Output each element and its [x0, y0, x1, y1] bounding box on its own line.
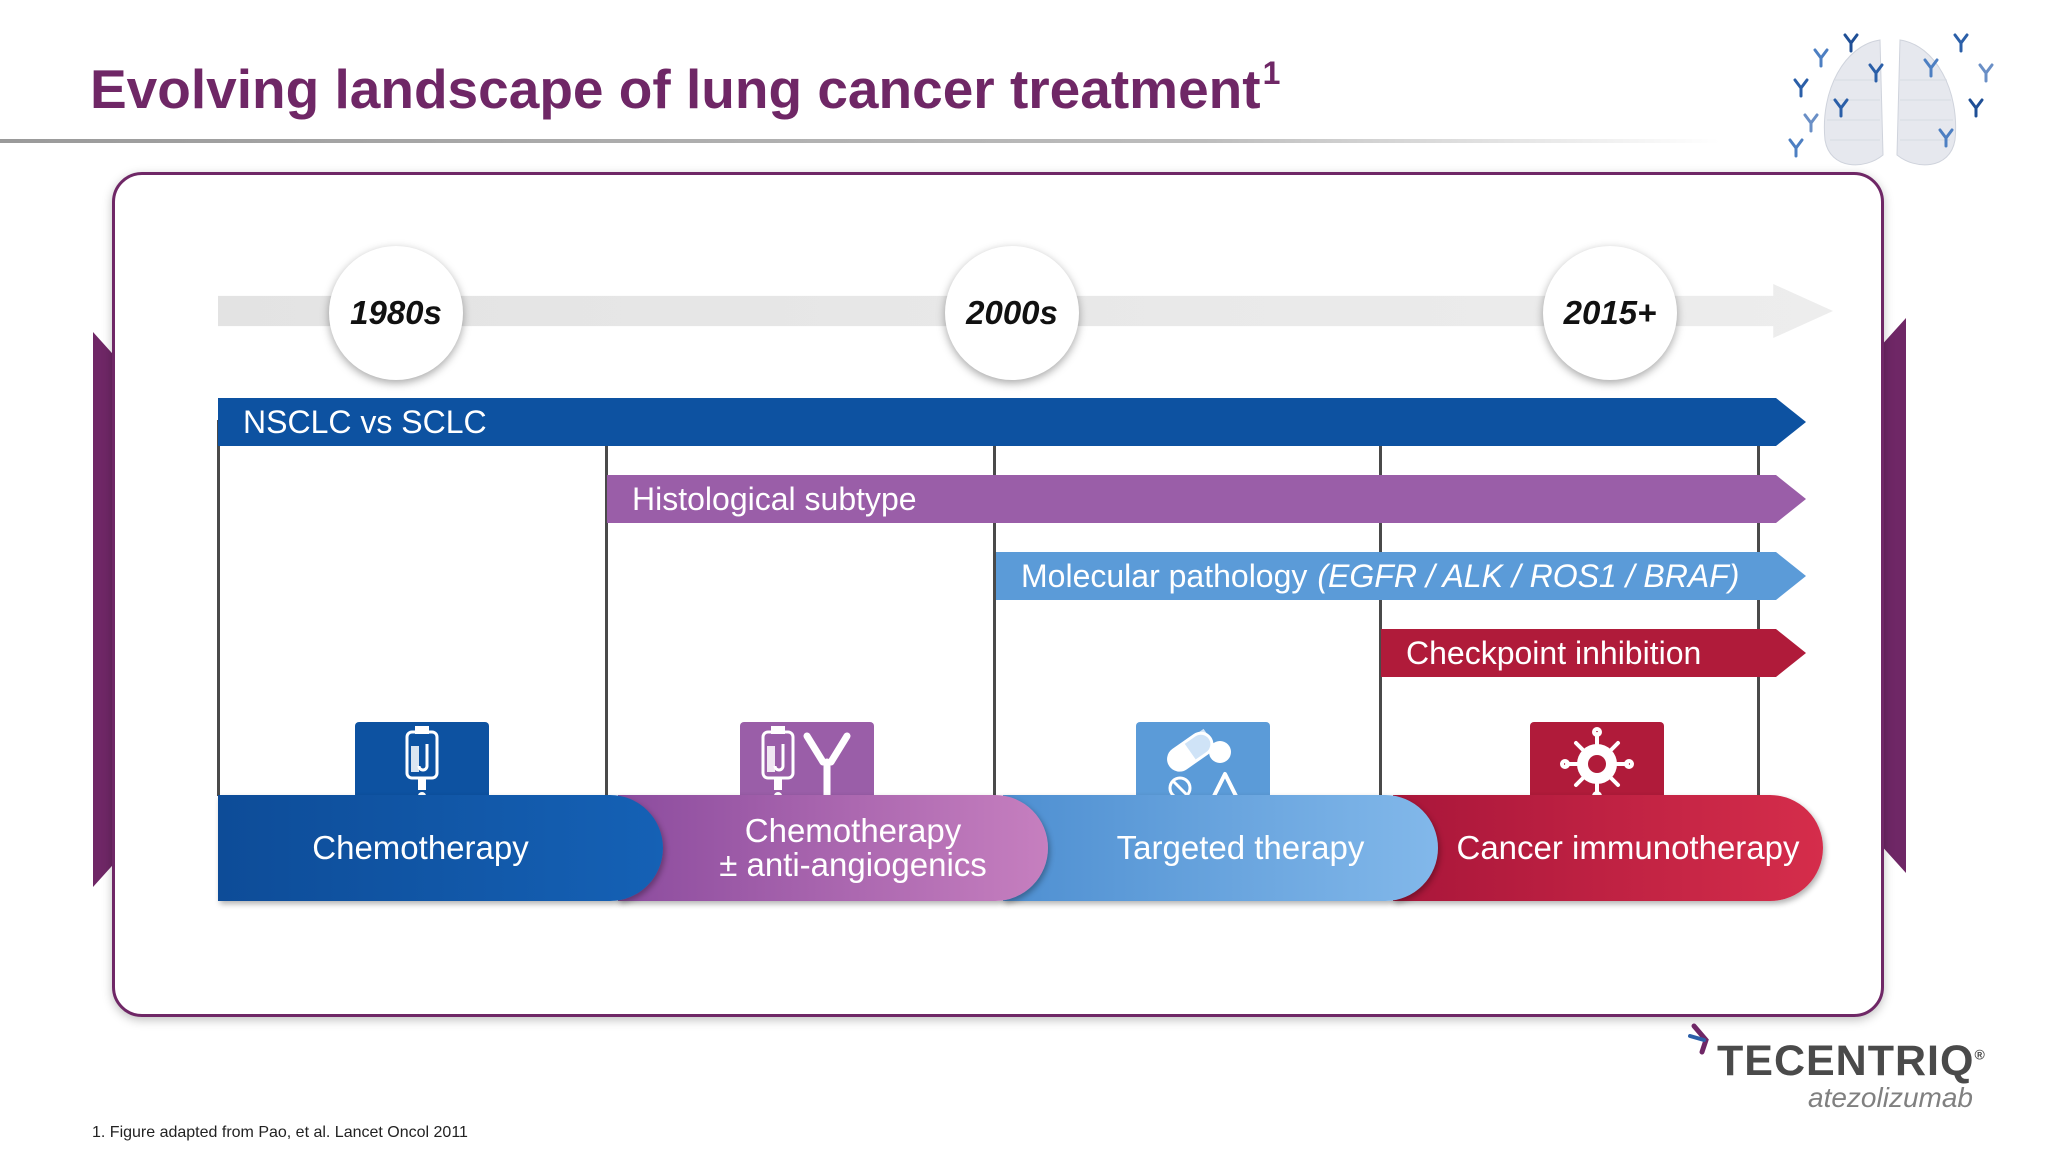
iv-bag-antibody-icon: [761, 726, 851, 802]
band-checkpoint-inhibition: Checkpoint inhibition: [1381, 629, 1806, 677]
brand-generic-name: atezolizumab: [1808, 1082, 1973, 1113]
chemotherapy-icon-box: [355, 722, 489, 806]
era-2000s: 2000s: [945, 246, 1079, 380]
chemo-antiangiogenic-icon-box: [740, 722, 874, 806]
treatment-label-line2: ± anti-angiogenics: [719, 846, 987, 883]
band-label: Checkpoint inhibition: [1406, 634, 1702, 671]
pills-icon: [1167, 728, 1239, 800]
band-label: Histological subtype: [632, 480, 917, 517]
treatment-cancer-immunotherapy: Cancer immunotherapy: [1393, 795, 1823, 901]
page-title: Evolving landscape of lung cancer treatm…: [90, 55, 1280, 121]
divider-line: [217, 420, 220, 796]
title-rule: [0, 139, 1720, 143]
era-2015-plus: 2015+: [1543, 246, 1677, 380]
treatment-label: Chemotherapy: [312, 829, 529, 866]
title-footnote-marker: 1: [1262, 55, 1281, 91]
band-biomarkers: (EGFR / ALK / ROS1 / BRAF): [1317, 557, 1740, 594]
brand-name: TECENTRIQ®: [1717, 1037, 1986, 1085]
treatment-label-line1: Chemotherapy: [744, 812, 962, 849]
treatment-label: Targeted therapy: [1116, 829, 1365, 866]
treatment-targeted-therapy: Targeted therapy: [1003, 795, 1438, 901]
band-nsclc-vs-sclc: NSCLC vs SCLC: [218, 398, 1806, 446]
immunotherapy-icon-box: [1530, 722, 1664, 806]
targeted-therapy-icon-box: [1136, 722, 1270, 806]
band-histological-subtype: Histological subtype: [607, 475, 1806, 523]
treatment-label: Cancer immunotherapy: [1456, 829, 1800, 866]
immune-cell-icon: [1560, 727, 1634, 801]
treatment-chemo-antiangiogenics: Chemotherapy± anti-angiogenics: [618, 795, 1048, 901]
era-1980s: 1980s: [329, 246, 463, 380]
treatment-chemotherapy: Chemotherapy: [218, 795, 663, 901]
divider-line: [993, 446, 996, 796]
iv-bag-icon: [405, 726, 439, 800]
footnote: 1. Figure adapted from Pao, et al. Lance…: [92, 1124, 468, 1141]
lung-antibody-graphic: [1788, 33, 1994, 166]
brand-registered-mark: ®: [1974, 1046, 1986, 1063]
tecentriq-logo-mark: [1688, 1023, 1709, 1055]
divider-line: [1757, 446, 1760, 796]
divider-line: [1379, 446, 1382, 796]
title-text: Evolving landscape of lung cancer treatm…: [90, 58, 1261, 120]
band-molecular-pathology: Molecular pathology(EGFR / ALK / ROS1 / …: [996, 552, 1806, 600]
band-label: Molecular pathology: [1021, 557, 1308, 594]
divider-line: [605, 446, 608, 796]
band-label: NSCLC vs SCLC: [243, 403, 487, 440]
